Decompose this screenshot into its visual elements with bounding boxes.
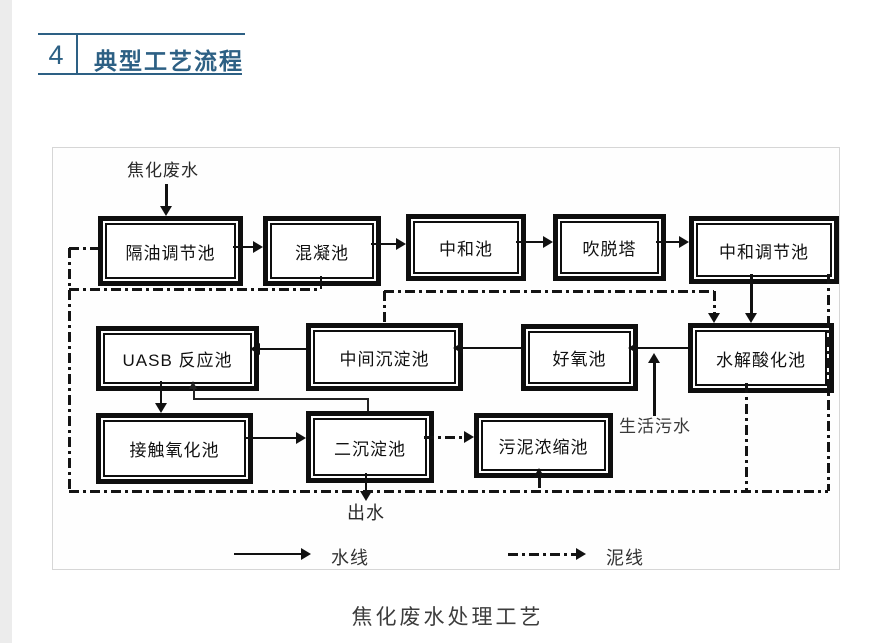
sludge-coagulation-drop <box>319 276 322 289</box>
arrow-input-head <box>160 206 172 216</box>
box-label: 污泥浓缩池 <box>498 438 589 457</box>
sludge-into-oil-tank <box>69 246 98 250</box>
box-secondary-sedimentation-tank: 二沉淀池 <box>306 411 434 483</box>
sludge-intermediate-riser <box>382 291 386 323</box>
box-neutralization-tank: 中和池 <box>406 214 526 281</box>
box-neutralization-regulating-tank: 中和调节池 <box>689 216 839 284</box>
domestic-sewage-line <box>653 363 656 416</box>
box-label: 吹脱塔 <box>582 240 637 259</box>
arrow-row1-2-head <box>396 238 406 250</box>
section-title: 典型工艺流程 <box>94 48 244 74</box>
arrow-row1-1-head <box>253 241 263 253</box>
arrow-row1-3-line <box>516 240 543 244</box>
arrow-contact-to-secondary-line <box>245 436 296 440</box>
arrow-aerobic-to-intermediate-line <box>463 346 521 350</box>
arrow-intermediate-to-uasb-head <box>250 343 260 355</box>
legend-sludge-arrow-line <box>508 552 576 556</box>
box-label: UASB 反应池 <box>122 351 233 370</box>
box-uasb-reactor: UASB 反应池 <box>96 326 259 391</box>
box-label: 隔油调节池 <box>125 243 216 263</box>
legend-sludge-label: 泥线 <box>606 548 644 568</box>
box-label: 水解酸化池 <box>716 350 806 370</box>
arrow-row1-3-head <box>543 236 553 248</box>
recycle-line-head <box>189 381 197 389</box>
recycle-line-left-riser <box>193 388 195 398</box>
arrow-contact-to-secondary-head <box>296 432 306 444</box>
input-label: 焦化废水 <box>127 161 199 180</box>
sludge-mid-drop <box>712 291 716 313</box>
arrow-hydrolysis-to-aerobic-head <box>628 342 638 354</box>
header-bottom-rule <box>38 73 242 75</box>
legend-water-arrow-head <box>301 548 311 560</box>
sludge-upper-left-run <box>69 287 321 291</box>
box-label: 接触氧化池 <box>129 441 220 460</box>
arrow-input-line <box>165 184 168 208</box>
page-edge-strip <box>0 0 12 643</box>
domestic-sewage-head <box>648 353 660 363</box>
box-label: 中间沉淀池 <box>339 349 430 369</box>
sludge-mid-run <box>384 289 714 293</box>
arrow-effluent-line <box>364 473 368 491</box>
box-label: 二沉淀池 <box>334 439 406 459</box>
box-label: 中和调节池 <box>719 242 809 262</box>
arrow-uasb-to-contact-line <box>159 381 163 403</box>
sludge-thickener-riser <box>537 478 541 490</box>
arrow-row1-1-line <box>233 245 253 249</box>
sludge-thickener-riser-head <box>533 468 545 478</box>
header-top-rule <box>38 33 245 35</box>
sludge-mid-drop-head <box>708 313 720 323</box>
arrow-intermediate-to-uasb-line <box>260 347 306 351</box>
box-stripping-tower: 吹脱塔 <box>553 214 666 281</box>
flow-diagram: 焦化废水 隔油调节池 混凝池 中和池 吹脱塔 中和调节池 UASB 反应池 中间… <box>52 147 840 570</box>
arrow-row1-4-head <box>679 236 689 248</box>
box-sludge-thickening-tank: 污泥浓缩池 <box>474 413 613 478</box>
recycle-line-right-drop <box>367 398 369 411</box>
arrow-row1-2-line <box>371 242 396 246</box>
legend-sludge-arrow-head <box>576 548 586 560</box>
legend-water-arrow-line <box>234 552 301 556</box>
box-hydrolysis-acidification-tank: 水解酸化池 <box>688 323 834 393</box>
arrow-hydrolysis-to-aerobic-line <box>638 346 688 350</box>
box-intermediate-sedimentation-tank: 中间沉淀池 <box>306 323 463 391</box>
effluent-label: 出水 <box>347 503 385 523</box>
box-contact-oxidation-tank: 接触氧化池 <box>96 413 253 484</box>
sludge-right-spine <box>826 274 830 491</box>
recycle-line-horizontal <box>193 398 368 400</box>
domestic-sewage-label: 生活污水 <box>619 417 691 436</box>
box-label: 混凝池 <box>295 243 349 263</box>
box-label: 中和池 <box>439 240 493 259</box>
arrow-effluent-head <box>360 491 372 501</box>
box-label: 好氧池 <box>552 350 607 369</box>
box-coagulation-tank: 混凝池 <box>263 216 381 286</box>
sludge-hydrolysis-drop <box>744 383 748 491</box>
box-aerobic-tank: 好氧池 <box>521 324 638 391</box>
arrow-to-hydrolysis-head <box>745 313 757 323</box>
arrow-uasb-to-contact-head <box>155 403 167 413</box>
header-divider <box>76 33 78 74</box>
legend-water-label: 水线 <box>331 548 369 568</box>
diagram-caption: 焦化废水处理工艺 <box>351 606 544 629</box>
sludge-left-spine <box>67 248 71 491</box>
sludge-secondary-to-thickener-head <box>464 431 474 443</box>
box-oil-separation-regulating-tank: 隔油调节池 <box>98 216 243 286</box>
arrow-aerobic-to-intermediate-head <box>453 342 463 354</box>
arrow-row1-4-line <box>656 240 679 244</box>
sludge-bottom-run <box>69 489 828 493</box>
sludge-secondary-to-thickener-line <box>424 435 464 439</box>
arrow-to-hydrolysis-line <box>750 274 753 313</box>
section-number: 4 <box>48 40 64 70</box>
